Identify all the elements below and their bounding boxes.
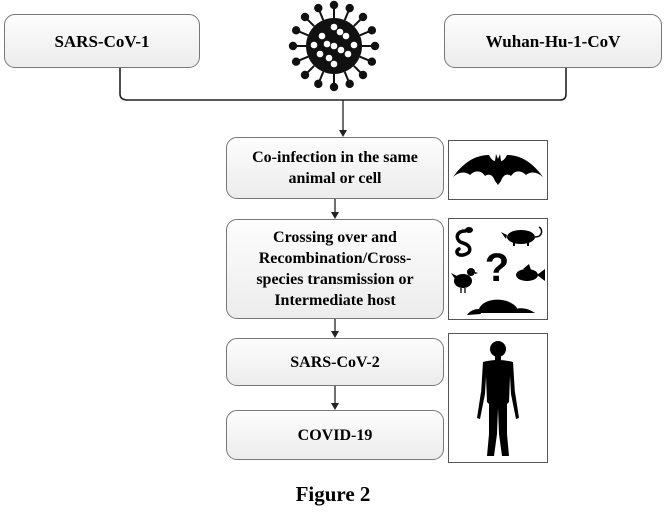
step-recombination-line-4: Intermediate host — [274, 292, 396, 309]
arrow-1 — [331, 212, 339, 219]
figure-caption: Figure 2 — [295, 482, 371, 506]
fish-icon — [516, 264, 545, 281]
sars-cov-1-label: SARS-CoV-1 — [54, 31, 150, 51]
step-sars-cov-2-label: SARS-CoV-2 — [290, 353, 380, 371]
step-covid-19-label: COVID-19 — [297, 426, 373, 444]
arrow-2 — [331, 331, 339, 338]
sars-cov-1-box: SARS-CoV-1 — [4, 14, 200, 68]
step-recombination-line-2: Recombination/Cross- — [258, 250, 412, 267]
rat-icon — [501, 226, 543, 246]
arrow-3 — [331, 403, 339, 410]
step-coinfection-line-2: animal or cell — [288, 170, 382, 187]
bat-picture-box — [448, 140, 548, 200]
human-picture-box — [448, 333, 548, 463]
virus-icon — [288, 0, 380, 92]
snake-icon — [455, 227, 473, 257]
step-sars-cov-2-box: SARS-CoV-2 — [226, 338, 444, 386]
human-silhouette-icon — [477, 341, 519, 456]
step-covid-19-box: COVID-19 — [226, 410, 444, 460]
bat-icon — [453, 154, 543, 185]
wuhan-hu-1-cov-box: Wuhan-Hu-1-CoV — [444, 14, 662, 68]
hosts-question-mark: ? — [485, 246, 509, 290]
step-recombination-line-1: Crossing over and — [273, 229, 397, 246]
step-coinfection-line-1: Co-infection in the same — [252, 149, 418, 166]
hosts-picture-box: ? — [448, 218, 548, 320]
pangolin-icon — [467, 299, 535, 315]
hosts-illustration: ? — [451, 226, 545, 315]
merge-bracket — [119, 68, 567, 137]
wuhan-hu-1-cov-label: Wuhan-Hu-1-CoV — [485, 31, 621, 51]
step-coinfection-box: Co-infection in the same animal or cell — [226, 137, 444, 199]
step-recombination-box: Crossing over and Recombination/Cross- s… — [226, 219, 444, 319]
hen-icon — [451, 268, 478, 293]
step-recombination-line-3: species transmission or — [256, 271, 414, 288]
